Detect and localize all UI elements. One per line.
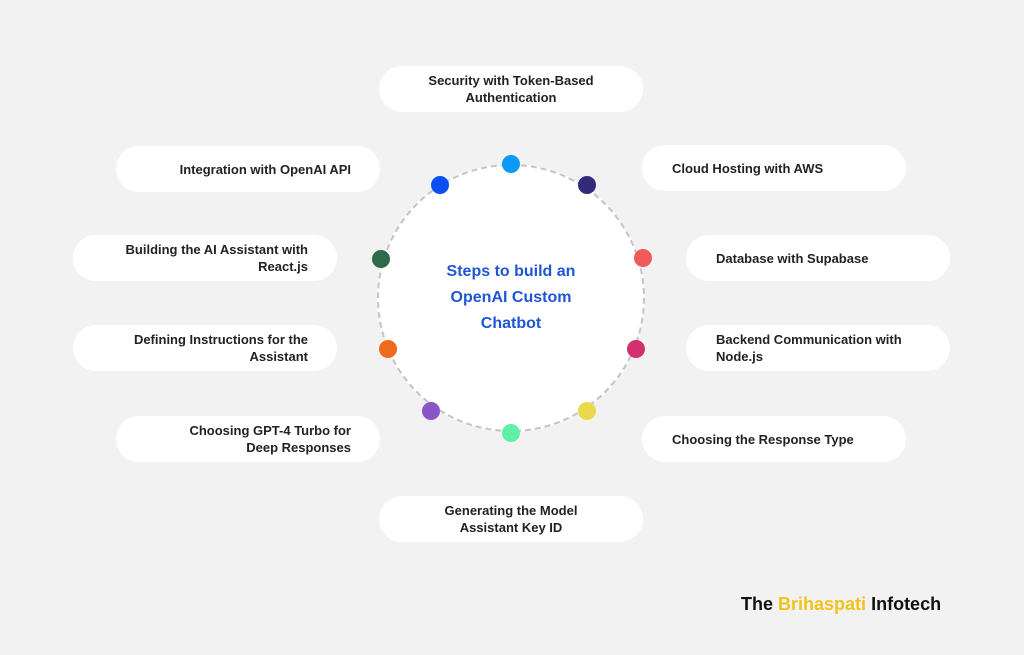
step-label: Defining Instructions for the Assistant [133,332,308,364]
step-dot [578,402,596,420]
step-label: Choosing the Response Type [672,431,854,447]
logo-part: Infotech [871,594,942,614]
center-title: Steps to build an OpenAI Custom Chatbot [446,263,576,332]
logo-part: The [741,594,774,614]
step-label: Backend Communication with Node.js [716,332,902,364]
step-dot [379,340,397,358]
step-instructions: Defining Instructions for the Assistant [73,325,337,371]
step-label: Database with Supabase [716,250,869,266]
step-dot [502,424,520,442]
step-label: Choosing GPT-4 Turbo for Deep Responses [189,423,351,455]
step-label: Integration with OpenAI API [179,161,351,177]
step-label: Building the AI Assistant with React.js [125,242,308,274]
step-dot [431,176,449,194]
step-dot [627,340,645,358]
step-key-id: Generating the Model Assistant Key ID [379,496,643,542]
step-dot [502,155,520,173]
step-react: Building the AI Assistant with React.js [73,235,337,281]
center-circle: Steps to build an OpenAI Custom Chatbot [377,164,645,432]
logo-part: Brihaspati [778,594,867,614]
step-security: Security with Token-Based Authentication [379,66,643,112]
step-cloud-hosting: Cloud Hosting with AWS [642,145,906,191]
step-dot [372,250,390,268]
step-label: Security with Token-Based Authentication [428,73,594,105]
step-dot [422,402,440,420]
step-openai-api: Integration with OpenAI API [116,146,380,192]
step-label: Cloud Hosting with AWS [672,160,824,176]
brand-logo: The Brihaspati Infotech [741,594,941,615]
step-backend: Backend Communication with Node.js [686,325,950,371]
step-label: Generating the Model Assistant Key ID [444,503,578,535]
step-database: Database with Supabase [686,235,950,281]
step-dot [578,176,596,194]
step-dot [634,249,652,267]
step-gpt4-turbo: Choosing GPT-4 Turbo for Deep Responses [116,416,380,462]
step-response-type: Choosing the Response Type [642,416,906,462]
